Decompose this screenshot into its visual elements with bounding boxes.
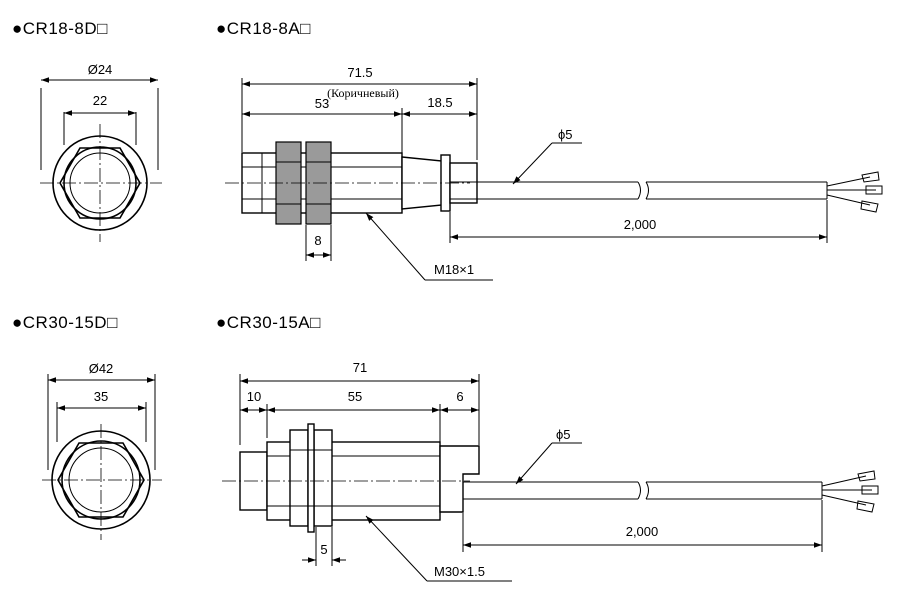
title-cr30-15a: ●CR30-15A□ <box>216 313 321 332</box>
cr18-nut-width-label: 8 <box>314 233 321 248</box>
title-cr18-8d: ●CR18-8D□ <box>12 19 108 38</box>
cr30-face-view: Ø42 35 <box>42 361 162 540</box>
cr30-cable-length-label: 2,000 <box>626 524 659 539</box>
cr30-cable-dia-label: ϕ5 <box>556 427 571 442</box>
cr30-thread-label: M30×1.5 <box>434 564 485 579</box>
cr30-head-length-label: 10 <box>247 389 261 404</box>
cr18-outer-dia-label: Ø24 <box>88 62 113 77</box>
cr30-outer-dia-label: Ø42 <box>89 361 114 376</box>
cr30-side-view: 71 10 55 6 <box>222 360 879 582</box>
cr30-total-length-label: 71 <box>353 360 367 375</box>
cr18-cable-dia-label: ϕ5 <box>558 127 573 142</box>
cr30-hex-label: 35 <box>94 389 108 404</box>
cr18-side-view: 71.5 53 (Коричневый) 18.5 <box>225 65 883 281</box>
cr30-body-length-label: 55 <box>348 389 362 404</box>
cr30-nut-width-label: 5 <box>320 542 327 557</box>
cr18-cable-length-label: 2,000 <box>624 217 657 232</box>
cr18-thread-label: M18×1 <box>434 262 474 277</box>
cr18-tail-length-label: 18.5 <box>427 95 452 110</box>
cr18-total-length-label: 71.5 <box>347 65 372 80</box>
wire-color-note: (Коричневый) <box>327 86 399 100</box>
cr18-hex-label: 22 <box>93 93 107 108</box>
title-cr30-15d: ●CR30-15D□ <box>12 313 118 332</box>
cr18-body-length-label: 53 <box>315 96 329 111</box>
title-cr18-8a: ●CR18-8A□ <box>216 19 311 38</box>
cr30-tail-length-label: 6 <box>456 389 463 404</box>
cr18-face-view: Ø24 22 <box>40 62 162 242</box>
